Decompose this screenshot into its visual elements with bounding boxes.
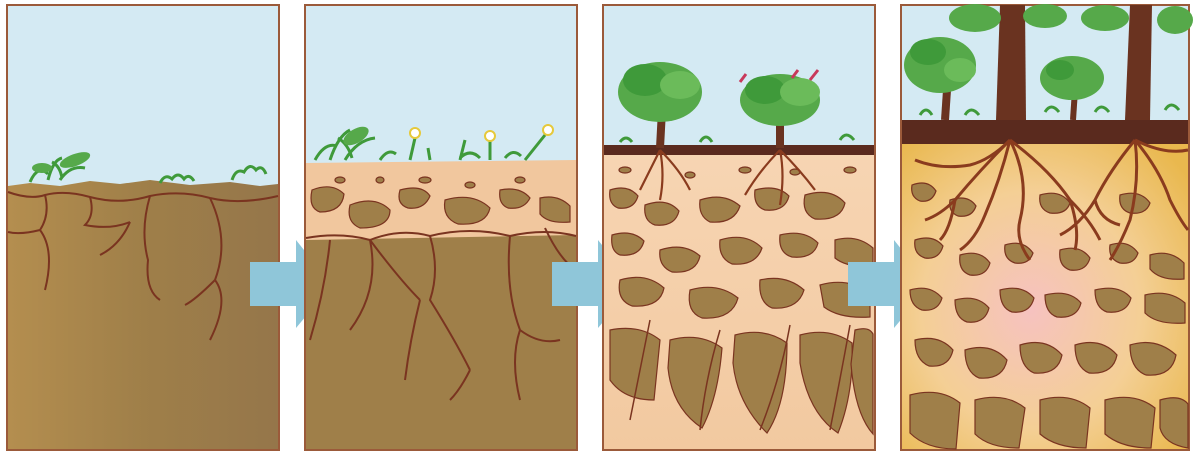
panel-1-bare-rock xyxy=(7,5,279,450)
panel-2-weathering xyxy=(305,5,577,450)
flower-icon xyxy=(543,125,553,135)
panel-3-early-soil xyxy=(603,5,875,450)
panel-4-topsoil xyxy=(902,120,1188,144)
panel-2-top-layer xyxy=(306,160,576,240)
panel-4-mature-soil xyxy=(901,4,1193,450)
flower-icon xyxy=(410,128,420,138)
panel-3-topsoil xyxy=(604,145,874,155)
panel-1-rock xyxy=(8,180,278,449)
flower-icon xyxy=(485,131,495,141)
